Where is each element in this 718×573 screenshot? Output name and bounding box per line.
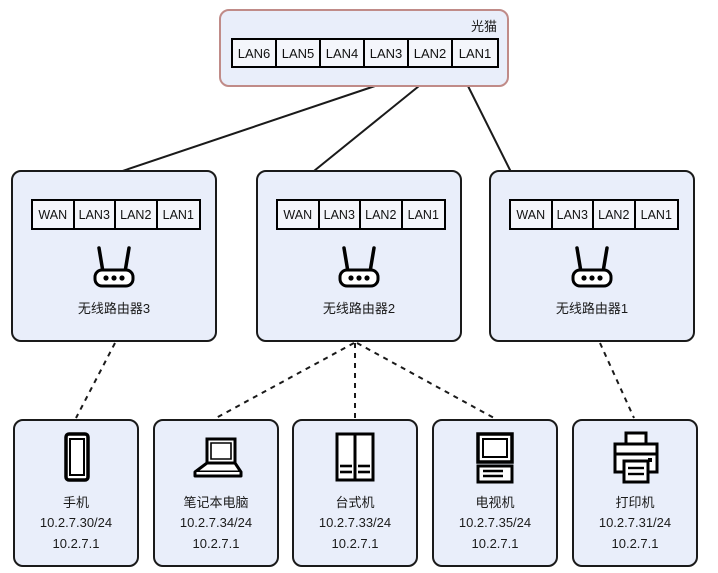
modem-port-row: LAN6 LAN5 LAN4 LAN3 LAN2 LAN1 xyxy=(231,38,499,68)
modem-port-lan4[interactable]: LAN4 xyxy=(321,40,365,66)
modem-port-lan5[interactable]: LAN5 xyxy=(277,40,321,66)
printer-icon xyxy=(613,431,659,484)
wireless-router-icon xyxy=(338,246,380,288)
router1-port-lan2[interactable]: LAN2 xyxy=(594,201,636,228)
modem-port-lan3[interactable]: LAN3 xyxy=(365,40,409,66)
modem-node[interactable]: 光猫 LAN6 LAN5 LAN4 LAN3 LAN2 LAN1 xyxy=(219,9,509,87)
device-desktop-text: 台式机 10.2.7.33/24 10.2.7.1 xyxy=(294,493,416,554)
device-tv-gateway: 10.2.7.1 xyxy=(471,536,519,551)
device-tv-label: 电视机 xyxy=(475,495,515,510)
device-tv-text: 电视机 10.2.7.35/24 10.2.7.1 xyxy=(434,493,556,554)
device-desktop-gateway: 10.2.7.1 xyxy=(331,536,379,551)
modem-port-lan2[interactable]: LAN2 xyxy=(409,40,453,66)
router2-port-row: WAN LAN3 LAN2 LAN1 xyxy=(276,199,446,230)
router3-port-lan2[interactable]: LAN2 xyxy=(116,201,158,228)
router1-port-wan[interactable]: WAN xyxy=(511,201,553,228)
device-laptop-text: 笔记本电脑 10.2.7.34/24 10.2.7.1 xyxy=(155,493,277,554)
router2-port-lan2[interactable]: LAN2 xyxy=(361,201,403,228)
device-node-phone[interactable]: 手机 10.2.7.30/24 10.2.7.1 xyxy=(13,419,139,567)
device-node-desktop[interactable]: 台式机 10.2.7.33/24 10.2.7.1 xyxy=(292,419,418,567)
device-node-tv[interactable]: 电视机 10.2.7.35/24 10.2.7.1 xyxy=(432,419,558,567)
router1-port-row: WAN LAN3 LAN2 LAN1 xyxy=(509,199,679,230)
router2-label: 无线路由器2 xyxy=(322,301,396,316)
router-node-1[interactable]: WAN LAN3 LAN2 LAN1 无线路由器1 xyxy=(489,170,695,342)
modem-port-lan1[interactable]: LAN1 xyxy=(453,40,497,66)
device-phone-label: 手机 xyxy=(62,495,89,510)
device-laptop-label: 笔记本电脑 xyxy=(183,495,249,510)
modem-label: 光猫 xyxy=(470,19,497,34)
device-printer-text: 打印机 10.2.7.31/24 10.2.7.1 xyxy=(574,493,696,554)
device-desktop-ip: 10.2.7.33/24 xyxy=(318,515,392,530)
device-laptop-gateway: 10.2.7.1 xyxy=(192,536,240,551)
link-router1-printer xyxy=(599,342,635,419)
link-router2-laptop xyxy=(215,342,355,419)
device-desktop-label: 台式机 xyxy=(335,495,375,510)
router-node-2[interactable]: WAN LAN3 LAN2 LAN1 无线路由器2 xyxy=(256,170,462,342)
device-laptop-ip: 10.2.7.34/24 xyxy=(179,515,253,530)
device-printer-ip: 10.2.7.31/24 xyxy=(598,515,672,530)
device-phone-text: 手机 10.2.7.30/24 10.2.7.1 xyxy=(15,493,137,554)
router2-port-wan[interactable]: WAN xyxy=(278,201,320,228)
television-icon xyxy=(476,432,514,484)
router3-port-lan3[interactable]: LAN3 xyxy=(74,201,117,228)
desktop-tower-icon xyxy=(335,432,375,482)
router1-port-lan1[interactable]: LAN1 xyxy=(635,201,678,228)
router2-port-lan3[interactable]: LAN3 xyxy=(319,201,362,228)
device-printer-gateway: 10.2.7.1 xyxy=(611,536,659,551)
device-phone-ip: 10.2.7.30/24 xyxy=(39,515,113,530)
link-router2-tv xyxy=(356,342,495,419)
router3-port-wan[interactable]: WAN xyxy=(33,201,75,228)
laptop-icon xyxy=(193,437,243,478)
wireless-router-icon xyxy=(571,246,613,288)
router1-port-lan3[interactable]: LAN3 xyxy=(552,201,595,228)
device-node-laptop[interactable]: 笔记本电脑 10.2.7.34/24 10.2.7.1 xyxy=(153,419,279,567)
modem-port-lan6[interactable]: LAN6 xyxy=(233,40,277,66)
device-phone-gateway: 10.2.7.1 xyxy=(52,536,100,551)
router1-label: 无线路由器1 xyxy=(555,301,629,316)
link-router3-phone xyxy=(75,342,116,419)
device-node-printer[interactable]: 打印机 10.2.7.31/24 10.2.7.1 xyxy=(572,419,698,567)
wireless-router-icon xyxy=(93,246,135,288)
router3-label: 无线路由器3 xyxy=(77,301,151,316)
device-tv-ip: 10.2.7.35/24 xyxy=(458,515,532,530)
smartphone-icon xyxy=(64,432,90,482)
router2-port-lan1[interactable]: LAN1 xyxy=(402,201,445,228)
device-printer-label: 打印机 xyxy=(615,495,655,510)
router3-port-row: WAN LAN3 LAN2 LAN1 xyxy=(31,199,201,230)
router3-port-lan1[interactable]: LAN1 xyxy=(157,201,200,228)
router-node-3[interactable]: WAN LAN3 LAN2 LAN1 无线路由器3 xyxy=(11,170,217,342)
